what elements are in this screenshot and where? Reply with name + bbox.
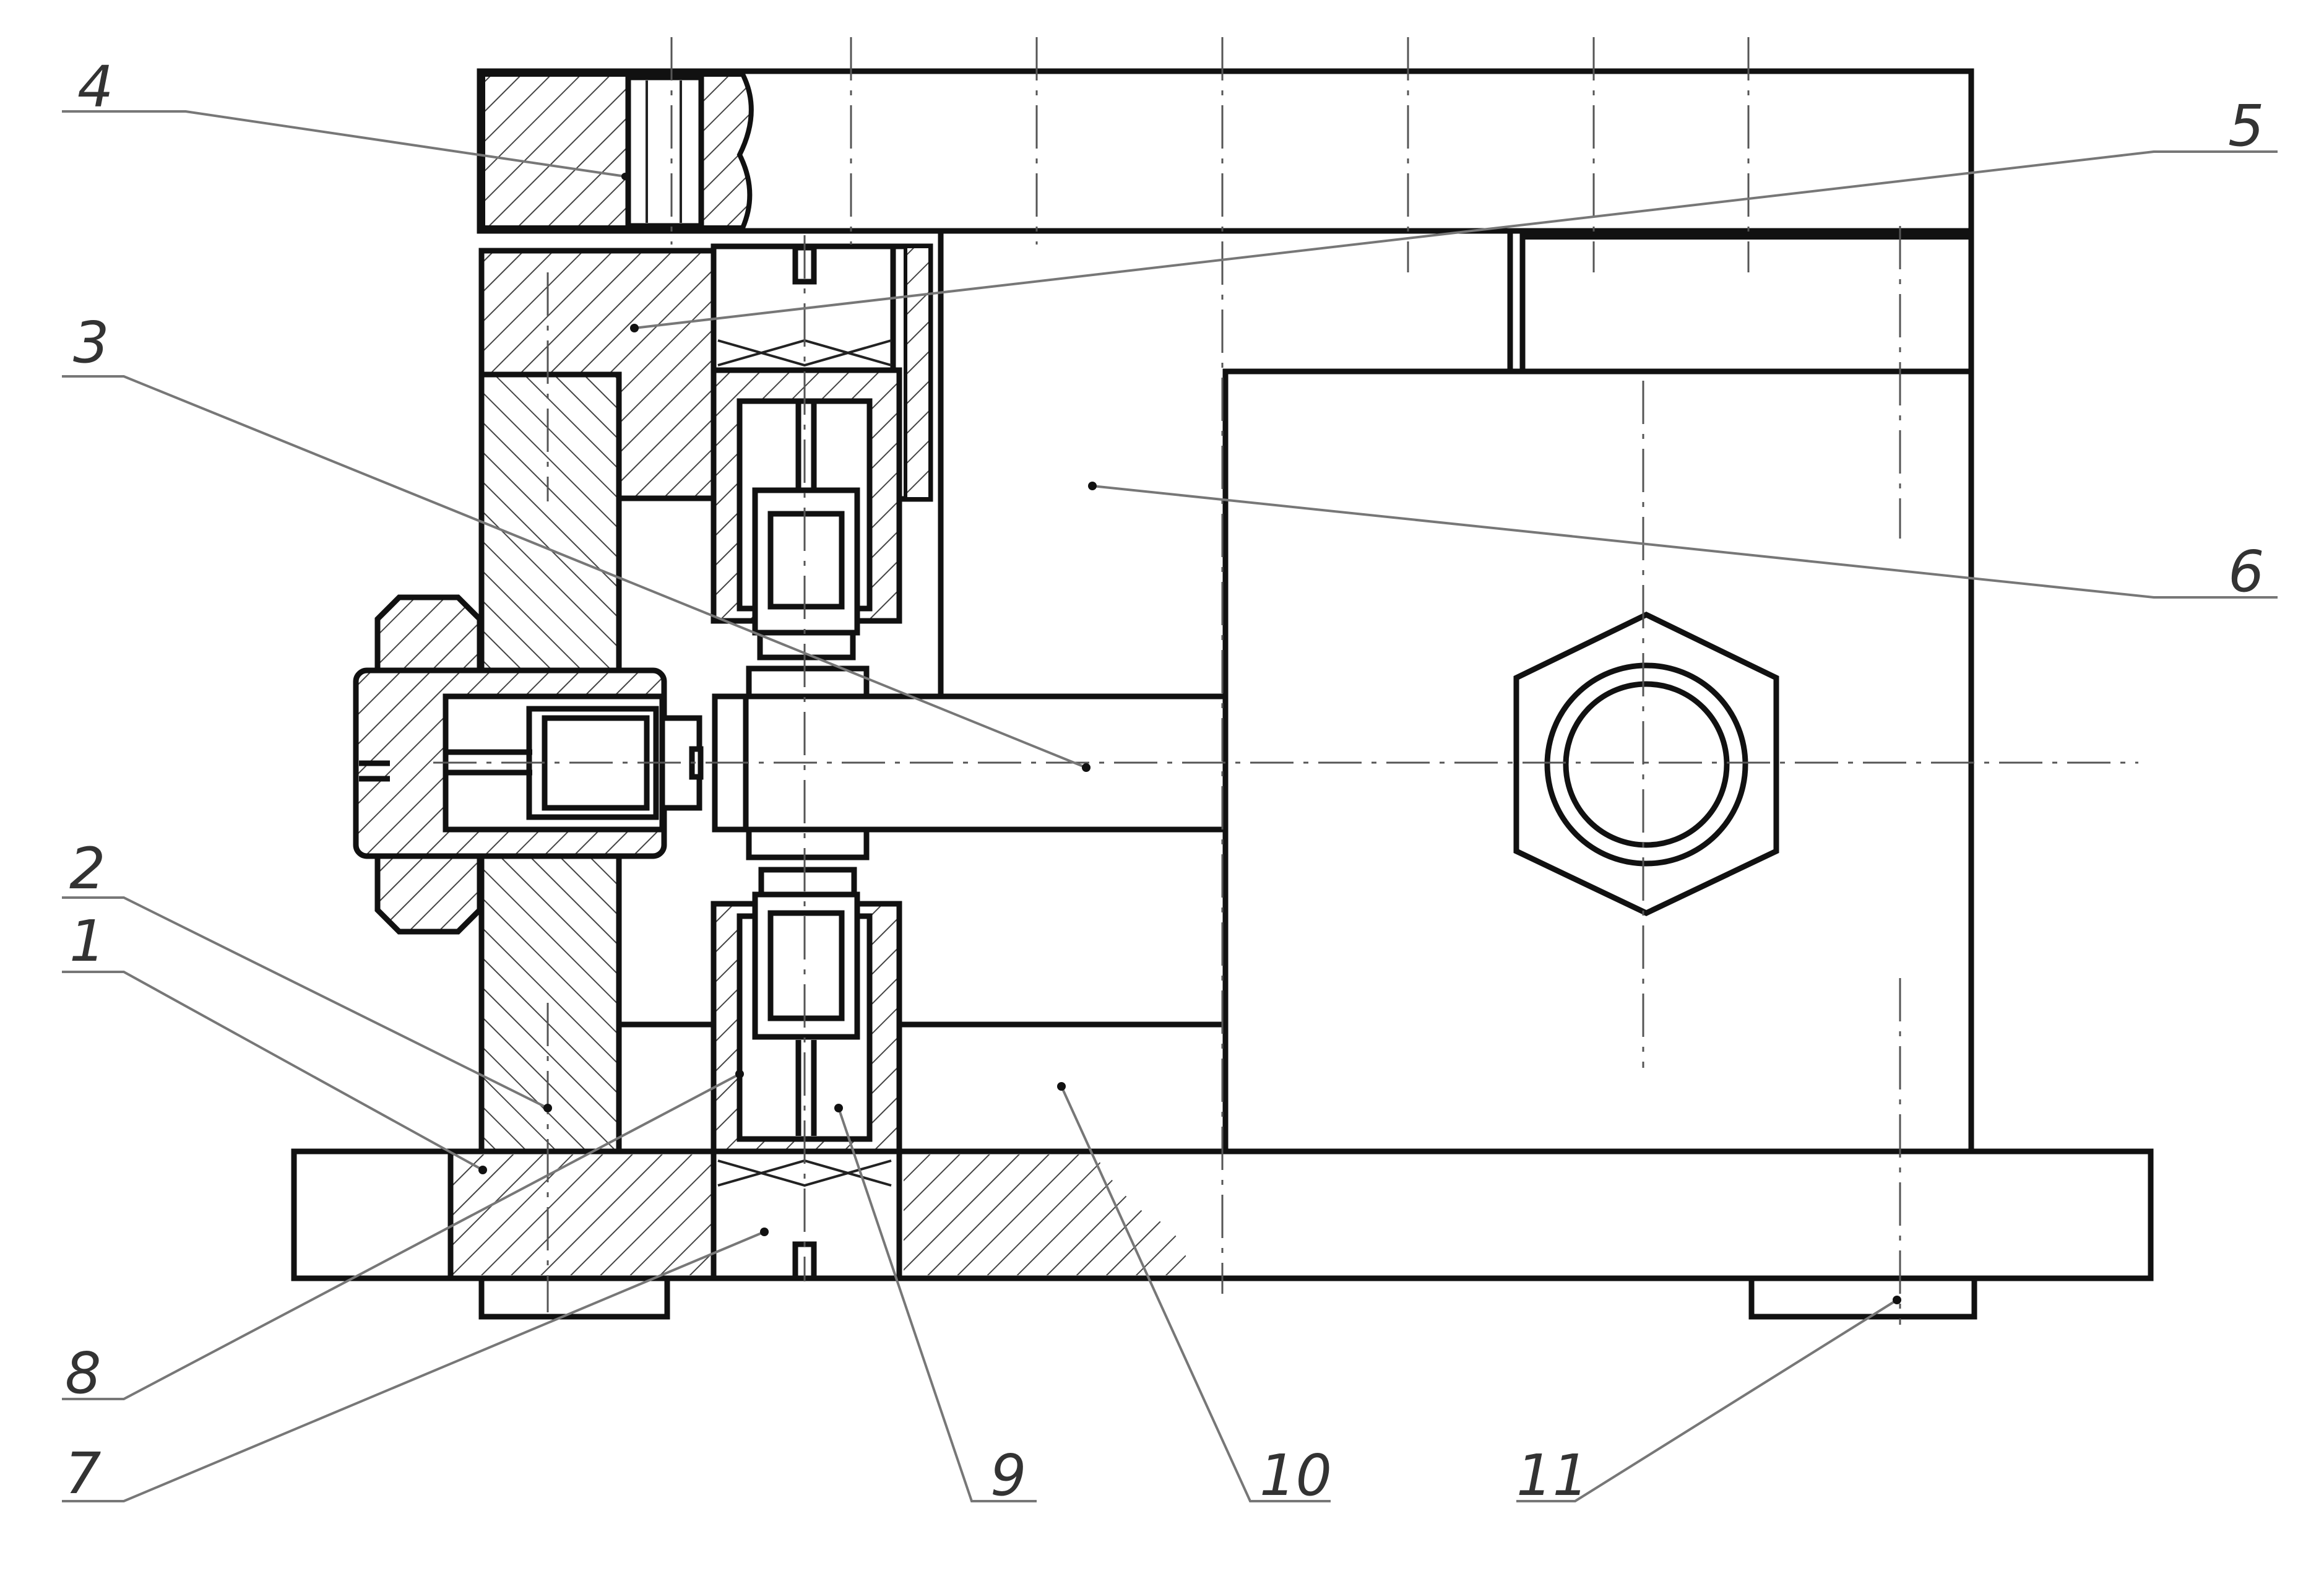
- callout-1: 1: [69, 908, 106, 974]
- callout-4: 4: [77, 54, 114, 120]
- top-plate-section: [480, 72, 754, 230]
- upper-clamp-housing: [711, 243, 933, 661]
- base-plate-section-right: [904, 1154, 1188, 1275]
- main-body: [938, 228, 1974, 1154]
- callout-10: 10: [1259, 1442, 1332, 1509]
- top-plate: [477, 68, 1974, 234]
- callout-2: 2: [69, 836, 106, 902]
- leader-1: [62, 971, 483, 1171]
- leader-7: [62, 1231, 765, 1502]
- callout-6: 6: [2228, 539, 2265, 605]
- top-pin: [625, 74, 704, 229]
- leader-2: [62, 896, 548, 1109]
- callout-3: 3: [73, 310, 110, 376]
- callout-8: 8: [65, 1340, 102, 1406]
- leader-11: [1516, 1299, 1898, 1502]
- callout-labels: 4 5 3 6 2 1 8 7 9 10 11: [65, 54, 2265, 1509]
- base-plate-section-left: [452, 1154, 712, 1275]
- leader-10: [1060, 1086, 1331, 1502]
- leader-9: [837, 1107, 1037, 1502]
- callout-9: 9: [990, 1442, 1027, 1509]
- leader-6: [1092, 485, 2278, 599]
- base-foot-right: [1748, 1275, 1977, 1320]
- leader-3: [62, 375, 1087, 769]
- centre-lines: [433, 37, 2138, 1325]
- leader-lines: [62, 110, 2278, 1502]
- callout-5: 5: [2228, 93, 2265, 159]
- callout-11: 11: [1516, 1442, 1589, 1509]
- hex-nut: [1513, 611, 1779, 916]
- callout-7: 7: [65, 1440, 102, 1507]
- leader-8: [62, 1073, 740, 1400]
- leader-5: [634, 150, 2278, 329]
- leader-4: [62, 110, 626, 178]
